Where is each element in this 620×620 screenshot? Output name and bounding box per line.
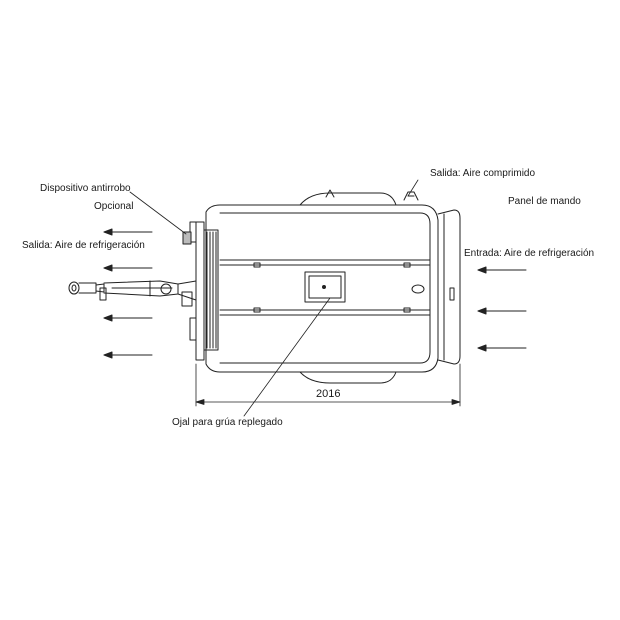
label-coolant-inlet: Entrada: Aire de refrigeración <box>464 248 595 259</box>
control-panel <box>437 209 461 365</box>
tow-bar <box>68 280 197 307</box>
anti-theft-device <box>182 231 192 245</box>
leader-lines <box>129 179 419 417</box>
label-coolant-outlet: Salida: Aire de refrigeración <box>22 240 145 251</box>
label-compressed-air-outlet: Salida: Aire comprimido <box>430 168 536 179</box>
label-crane-eye: Ojal para grúa replegado <box>172 417 283 428</box>
compressor-body <box>205 189 439 384</box>
label-optional: Opcional <box>94 201 134 212</box>
dimension-line <box>195 363 461 407</box>
coolant-inlet-arrows <box>477 266 527 352</box>
label-control-panel: Panel de mando <box>508 196 581 207</box>
coolant-outlet-arrows <box>103 228 153 359</box>
dimension-value: 2016 <box>316 388 341 400</box>
label-anti-theft-device: Dispositivo antirrobo <box>40 183 131 194</box>
radiator <box>189 221 219 361</box>
